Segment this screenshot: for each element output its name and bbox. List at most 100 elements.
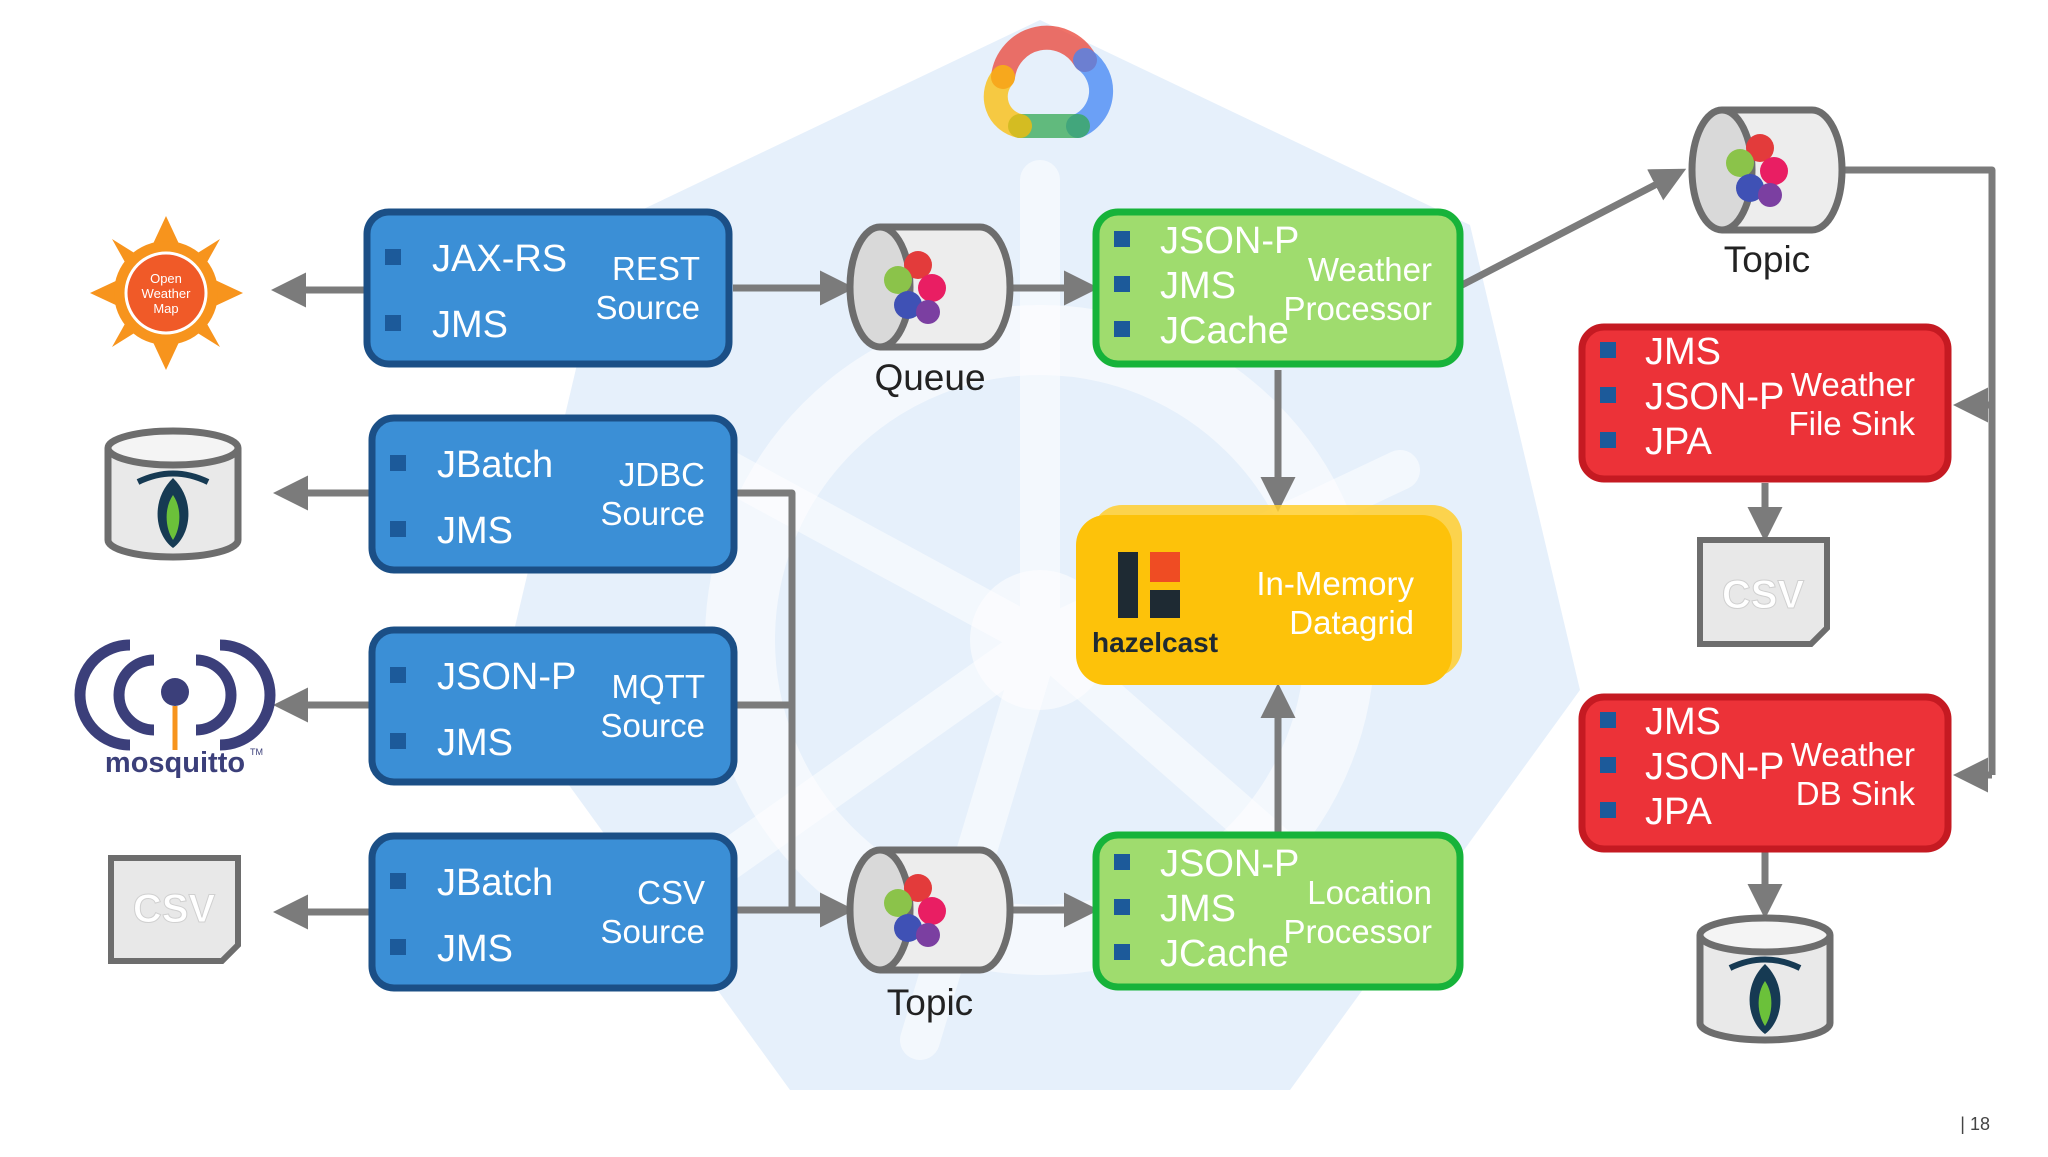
bullet-icon <box>390 521 406 537</box>
bullet-icon <box>390 873 406 889</box>
source-role: REST <box>612 250 700 287</box>
topic-cylinder-top: Topic <box>1688 106 1846 280</box>
bullet-icon <box>390 733 406 749</box>
bullet-icon <box>1114 854 1130 870</box>
processor-item: JSON-P <box>1160 220 1299 262</box>
bullet-icon <box>390 939 406 955</box>
topic-label-top: Topic <box>1724 239 1810 280</box>
bullet-icon <box>1114 944 1130 960</box>
source-role: Source <box>600 707 705 744</box>
source-role: MQTT <box>612 668 705 705</box>
bullet-icon <box>1600 387 1616 403</box>
bus-sources-to-topic <box>736 489 796 910</box>
hazelcast-logo: hazelcast <box>1092 552 1218 658</box>
mosquitto-wordmark: mosquitto <box>105 747 245 779</box>
source-role: JDBC <box>619 456 705 493</box>
source-item: JBatch <box>437 444 553 486</box>
connectors <box>271 166 1996 930</box>
source-item: JMS <box>437 510 513 552</box>
bullet-icon <box>1600 757 1616 773</box>
source-role: Source <box>595 289 700 326</box>
topic-cylinder-bottom: Topic <box>846 846 1014 1023</box>
activemq-logo <box>884 874 946 947</box>
sink-item: JSON-P <box>1645 746 1784 788</box>
processor-role: Weather <box>1308 251 1432 288</box>
bus-topic-to-sinks <box>1845 166 1996 775</box>
bullet-icon <box>1600 432 1616 448</box>
owm-line1: Open <box>150 271 182 286</box>
mosquitto-tm: TM <box>250 747 263 757</box>
source-role: CSV <box>637 874 705 911</box>
source-item: JMS <box>437 722 513 764</box>
bullet-icon <box>1114 231 1130 247</box>
sink-item: JSON-P <box>1645 376 1784 418</box>
jdbc-source-box: JBatch JMS JDBC Source <box>368 414 738 574</box>
arrow-weather-to-topic <box>1460 168 1687 289</box>
source-item: JMS <box>437 928 513 970</box>
bullet-icon <box>390 667 406 683</box>
bullet-icon <box>1114 276 1130 292</box>
weather-file-sink-box: JMS JSON-P JPA Weather File Sink <box>1578 323 1952 483</box>
csv-label: CSV <box>133 887 216 931</box>
sink-item: JPA <box>1645 421 1713 463</box>
open-weather-map-sun-logo: Open Weather Map <box>90 216 243 370</box>
processor-role: Location <box>1307 874 1432 911</box>
activemq-logo <box>1726 134 1788 207</box>
topic-label-bottom: Topic <box>887 982 973 1023</box>
owm-line2: Weather <box>142 286 192 301</box>
database-icon-left <box>104 427 242 561</box>
sink-item: JPA <box>1645 791 1713 833</box>
sink-item: JMS <box>1645 331 1721 373</box>
source-role: Source <box>600 913 705 950</box>
source-item: JMS <box>432 304 508 346</box>
activemq-logo <box>884 251 946 324</box>
csv-file-icon-right: CSV <box>1697 537 1830 647</box>
page-number: | 18 <box>1960 1114 1990 1134</box>
sink-role: DB Sink <box>1796 775 1916 812</box>
queue-cylinder-icon: Queue <box>846 223 1014 398</box>
sink-item: JMS <box>1645 701 1721 743</box>
bullet-icon <box>1600 802 1616 818</box>
csv-file-icon-left: CSV <box>108 855 241 964</box>
rest-source-box: JAX-RS JMS REST Source <box>363 208 733 368</box>
cockroach-db-icon <box>1728 956 1802 1034</box>
owm-line3: Map <box>153 301 178 316</box>
sink-role: Weather <box>1791 366 1915 403</box>
weather-db-sink-box: JMS JSON-P JPA Weather DB Sink <box>1578 693 1952 853</box>
cockroach-db-icon <box>136 470 210 548</box>
processor-item: JSON-P <box>1160 843 1299 885</box>
processor-item: JCache <box>1160 933 1289 975</box>
processor-item: JMS <box>1160 888 1236 930</box>
hazelcast-wordmark: hazelcast <box>1092 627 1218 658</box>
source-item: JSON-P <box>437 656 576 698</box>
source-role: Source <box>600 495 705 532</box>
bullet-icon <box>385 315 401 331</box>
location-processor-box: JSON-P JMS JCache Location Processor <box>1092 831 1464 991</box>
processor-role: Processor <box>1283 913 1432 950</box>
processor-role: Processor <box>1283 290 1432 327</box>
bullet-icon <box>1114 899 1130 915</box>
bullet-icon <box>1600 342 1616 358</box>
source-item: JBatch <box>437 862 553 904</box>
bullet-icon <box>385 249 401 265</box>
database-icon-right <box>1696 914 1834 1044</box>
queue-label: Queue <box>874 357 985 398</box>
csv-label: CSV <box>1722 573 1805 617</box>
processor-item: JCache <box>1160 310 1289 352</box>
csv-source-box: JBatch JMS CSV Source <box>368 832 738 992</box>
mqtt-source-box: JSON-P JMS MQTT Source <box>368 626 738 786</box>
sink-role: File Sink <box>1788 405 1915 442</box>
weather-processor-box: JSON-P JMS JCache Weather Processor <box>1092 208 1464 368</box>
sink-role: Weather <box>1791 736 1915 773</box>
processor-item: JMS <box>1160 265 1236 307</box>
in-memory-datagrid-box: hazelcast In-Memory Datagrid <box>1076 505 1462 685</box>
google-cloud-logo <box>983 25 1114 138</box>
datagrid-role: In-Memory <box>1256 565 1414 602</box>
bullet-icon <box>390 455 406 471</box>
datagrid-role: Datagrid <box>1289 604 1414 641</box>
bullet-icon <box>1114 321 1130 337</box>
source-item: JAX-RS <box>432 238 567 280</box>
mosquitto-logo: mosquitto TM <box>74 639 276 779</box>
